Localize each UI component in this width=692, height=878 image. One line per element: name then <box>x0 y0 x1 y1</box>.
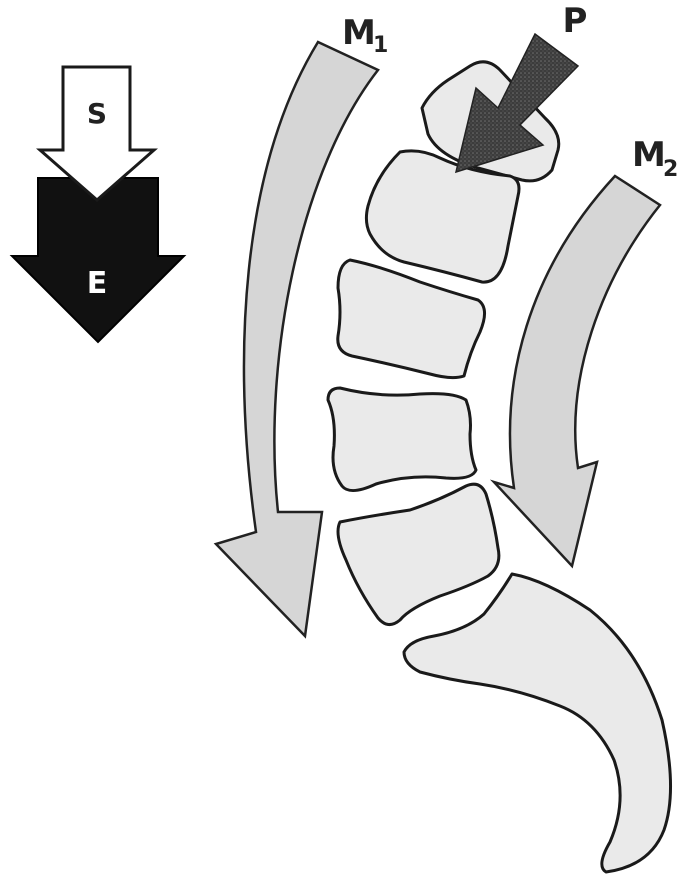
m1-label: M <box>342 13 376 53</box>
vertebra-5 <box>338 484 499 624</box>
e-arrow: E <box>12 178 184 342</box>
m2-subscript: 2 <box>663 157 678 182</box>
e-label: E <box>87 266 108 301</box>
m1-subscript: 1 <box>373 33 388 58</box>
vertebra-4 <box>328 388 476 491</box>
p-arrow-shape <box>456 34 578 172</box>
sacrum <box>404 574 671 872</box>
m2-arrow-shape <box>494 176 660 566</box>
m2-arrow: M 2 <box>494 135 678 566</box>
s-label: S <box>87 97 107 130</box>
p-label: P <box>563 1 588 41</box>
e-arrow-shape <box>12 178 184 342</box>
m2-label: M <box>632 135 666 175</box>
